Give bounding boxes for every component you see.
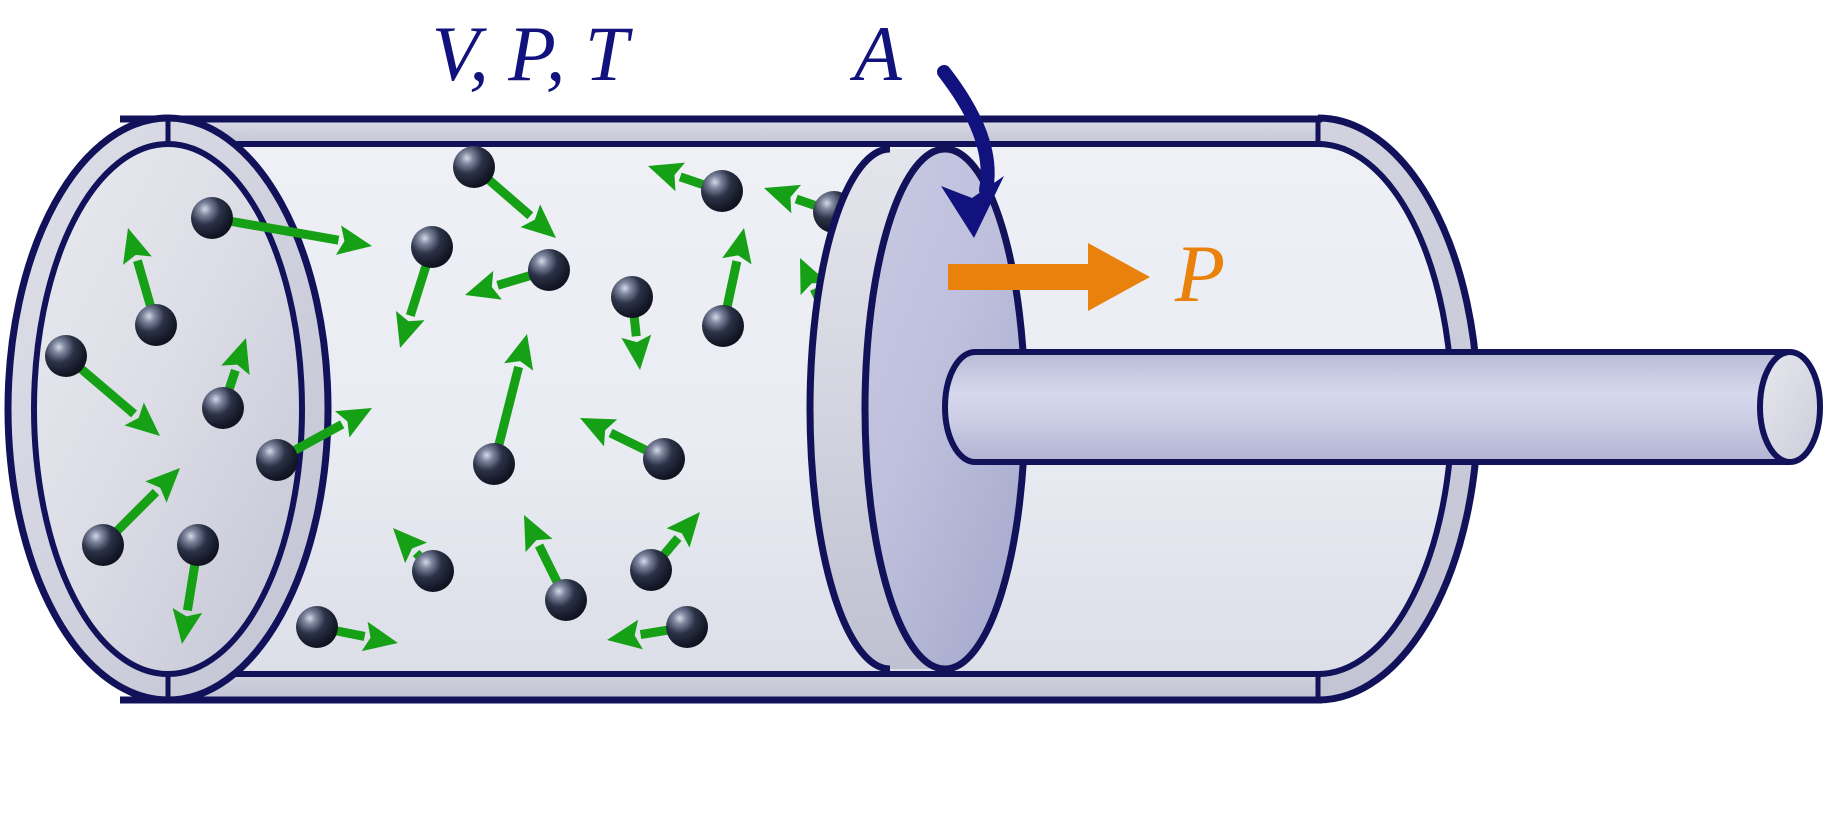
velocity-arrow-head xyxy=(607,619,643,650)
state-variables-label: V, P, T xyxy=(432,10,633,97)
area-label: A xyxy=(849,10,902,97)
pressure-arrow-head xyxy=(1088,243,1150,311)
gas-molecule xyxy=(701,170,743,212)
velocity-arrow-head xyxy=(666,512,700,548)
gas-molecule xyxy=(191,197,233,239)
curved-arrow-head xyxy=(941,176,1004,238)
piston-back-rim-edge xyxy=(806,145,891,673)
gas-molecule xyxy=(82,524,124,566)
piston-rod-end-cap xyxy=(1757,349,1823,465)
velocity-arrow-head xyxy=(621,334,652,370)
gas-molecule xyxy=(666,606,708,648)
velocity-arrow-head xyxy=(800,258,828,296)
gas-molecule xyxy=(202,387,244,429)
velocity-arrow-head xyxy=(361,621,398,652)
velocity-arrow-head xyxy=(580,418,618,447)
gas-molecule xyxy=(545,579,587,621)
gas-molecule xyxy=(643,438,685,480)
velocity-arrow-head xyxy=(648,162,686,192)
velocity-arrow-head xyxy=(504,334,534,371)
velocity-arrow-head xyxy=(524,515,553,553)
piston-rod-body xyxy=(945,352,1790,462)
gas-molecule xyxy=(611,276,653,318)
velocity-arrow-head xyxy=(124,402,160,436)
velocity-arrow-shaft xyxy=(489,365,523,466)
velocity-arrow-head xyxy=(722,228,752,265)
velocity-arrow-shaft xyxy=(211,213,340,245)
pressure-force-arrow xyxy=(948,243,1150,311)
velocity-arrow-head xyxy=(123,228,152,265)
gas-molecule xyxy=(702,305,744,347)
gas-molecule xyxy=(296,606,338,648)
gas-molecule xyxy=(473,443,515,485)
gas-molecules-group xyxy=(45,146,862,652)
piston-rod[interactable] xyxy=(942,349,1823,465)
velocity-arrow-head xyxy=(465,270,502,300)
velocity-arrow-head xyxy=(395,311,425,348)
gas-molecule xyxy=(135,304,177,346)
pressure-arrow-shaft xyxy=(948,264,1098,290)
curved-arrow-shaft xyxy=(937,65,995,197)
gas-molecule xyxy=(177,524,219,566)
velocity-arrow-head xyxy=(172,608,203,644)
gas-molecule xyxy=(453,146,495,188)
gas-molecule xyxy=(412,550,454,592)
velocity-arrow-head xyxy=(335,225,372,255)
curved-arrow-to-piston-face xyxy=(937,65,1004,238)
piston-thickness-band xyxy=(810,149,945,669)
molecule-spheres xyxy=(45,146,862,648)
gas-molecule xyxy=(411,226,453,268)
velocity-arrow-head xyxy=(764,184,802,214)
velocity-arrow-head xyxy=(334,408,372,438)
velocity-arrow-head xyxy=(520,204,556,238)
piston-rod-outline xyxy=(942,349,1790,465)
velocity-arrow-head xyxy=(221,338,250,375)
pressure-label: P xyxy=(1174,228,1225,319)
velocity-arrow-head xyxy=(145,468,180,503)
gas-molecule xyxy=(630,549,672,591)
cylinder-bottom-wall xyxy=(168,674,1318,700)
gas-molecule xyxy=(256,439,298,481)
gas-molecule xyxy=(45,335,87,377)
gas-molecule xyxy=(528,249,570,291)
velocity-arrow-head xyxy=(393,528,428,564)
